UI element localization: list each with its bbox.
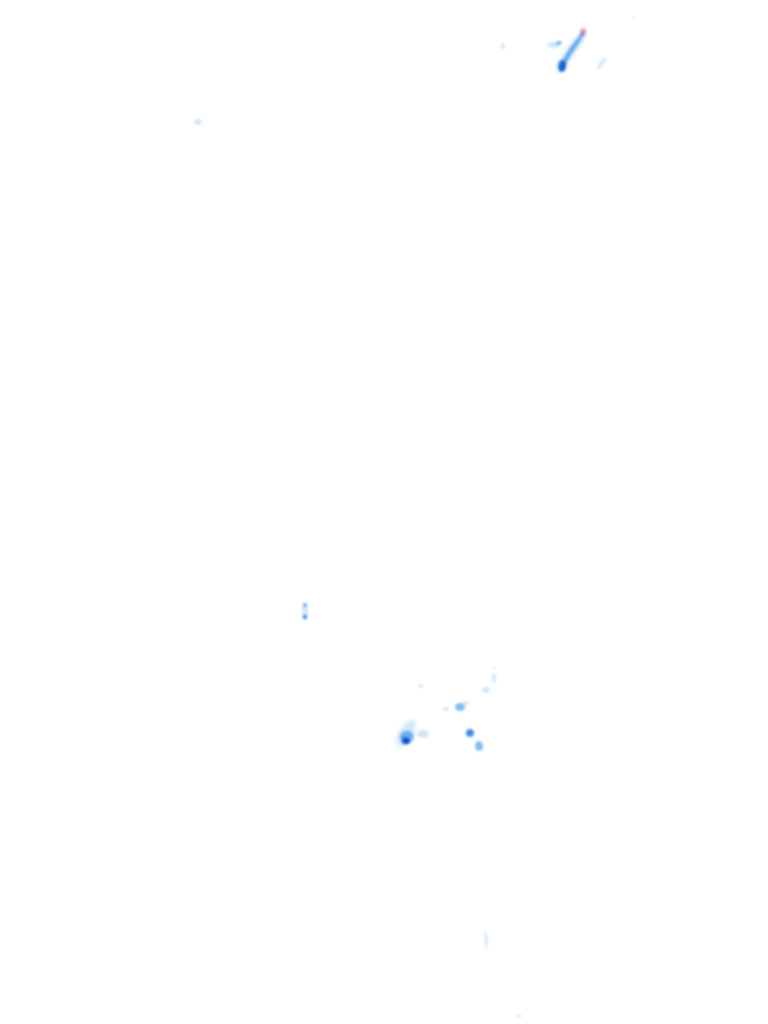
precip-echo: [475, 741, 483, 751]
precip-echo: [517, 1014, 521, 1018]
precip-echo: [482, 687, 490, 693]
precip-echo: [455, 703, 465, 711]
precip-echo: [402, 737, 410, 745]
precip-echo: [492, 666, 496, 670]
precip-cell-south: [484, 931, 521, 1018]
precip-echo: [194, 119, 202, 125]
precip-echo: [547, 42, 559, 48]
precip-cell-northeast-band: [501, 16, 636, 72]
precip-echo: [558, 60, 566, 72]
precip-echo: [417, 730, 429, 738]
precip-echo: [443, 707, 449, 711]
precip-echo: [597, 57, 607, 69]
precip-cell-west: [302, 603, 308, 619]
precip-echo: [484, 931, 488, 949]
precip-echo: [302, 603, 308, 619]
precip-echo: [466, 729, 474, 737]
precip-echo: [501, 43, 505, 49]
precip-echo: [492, 673, 496, 683]
precip-echo: [303, 603, 307, 607]
precip-echo: [419, 684, 423, 688]
precip-cell-northwest: [194, 119, 202, 125]
precip-echo: [580, 28, 586, 36]
precip-cluster-central: [396, 666, 496, 751]
precip-echo: [559, 31, 584, 71]
precip-echo: [632, 16, 636, 20]
precip-echo: [303, 615, 307, 619]
precip-echo: [556, 41, 562, 45]
precip-echo: [463, 701, 469, 705]
